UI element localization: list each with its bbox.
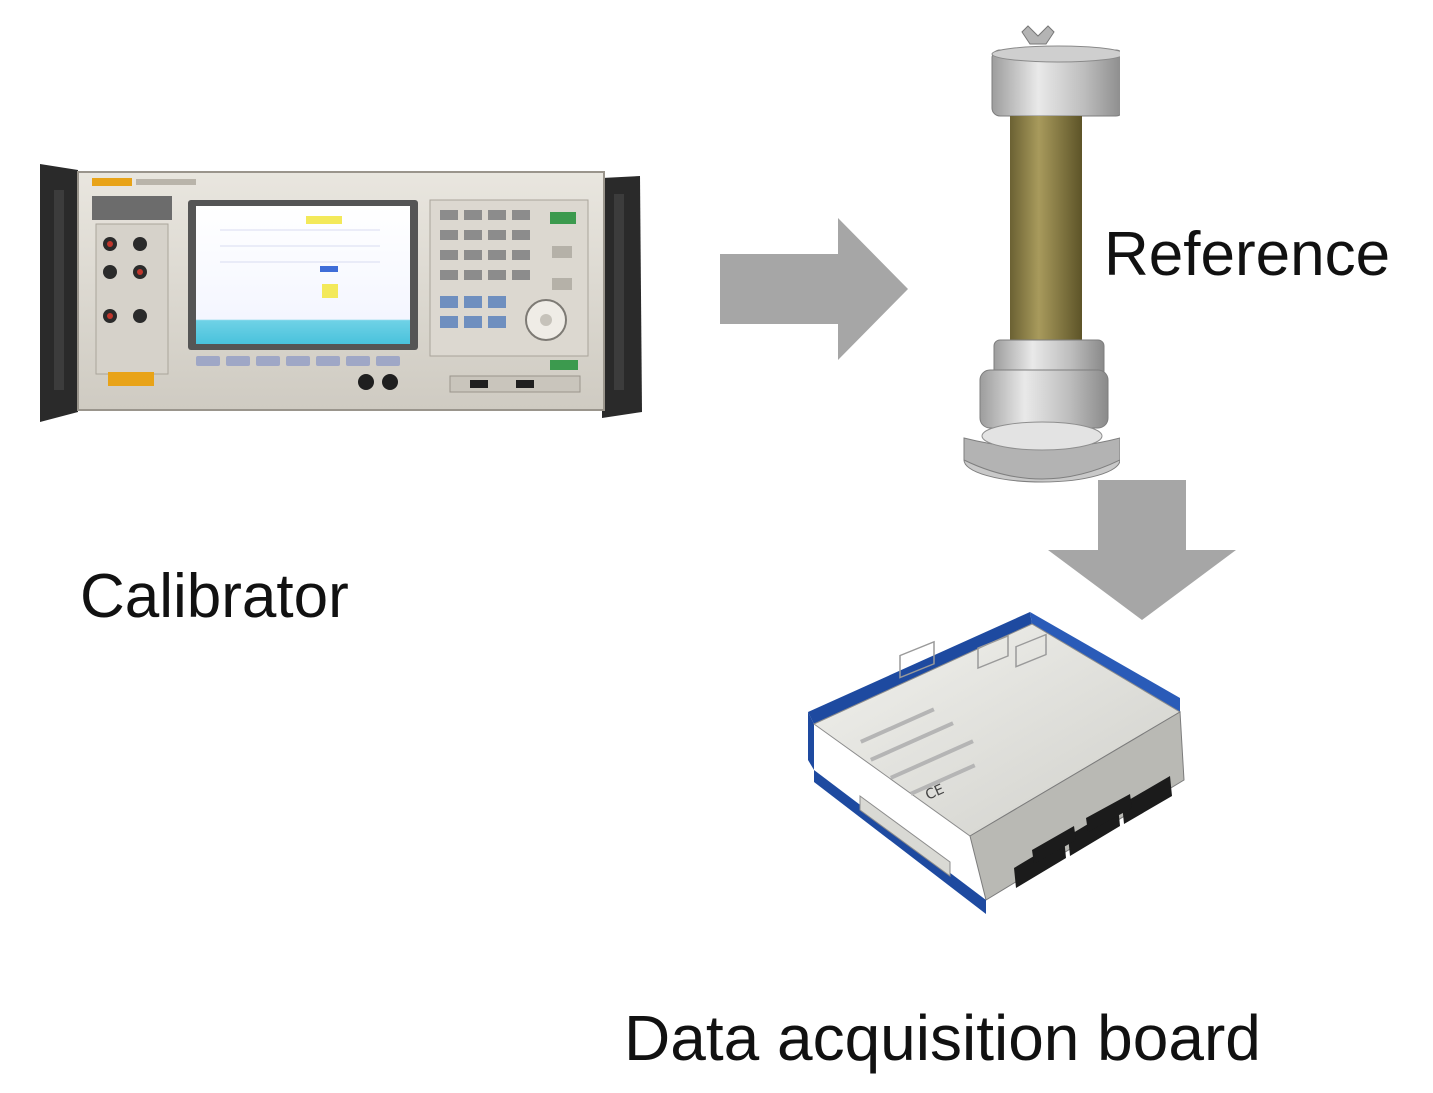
arrow-right-icon xyxy=(720,218,910,360)
calibrator-image xyxy=(30,150,650,440)
reference-label: Reference xyxy=(1104,220,1391,289)
arrow-down-icon xyxy=(1046,480,1238,622)
reference-divider-column-icon xyxy=(963,25,1125,483)
daq-label: Data acquisition board xyxy=(624,1002,1261,1074)
calibrator-label: Calibrator xyxy=(80,562,349,631)
calibrator-instrument-icon xyxy=(40,164,642,422)
data-acquisition-module-icon: CE xyxy=(808,612,1185,914)
daq-image: CE xyxy=(800,600,1240,920)
reference-image xyxy=(950,18,1125,488)
svg-text:CE: CE xyxy=(923,781,947,803)
